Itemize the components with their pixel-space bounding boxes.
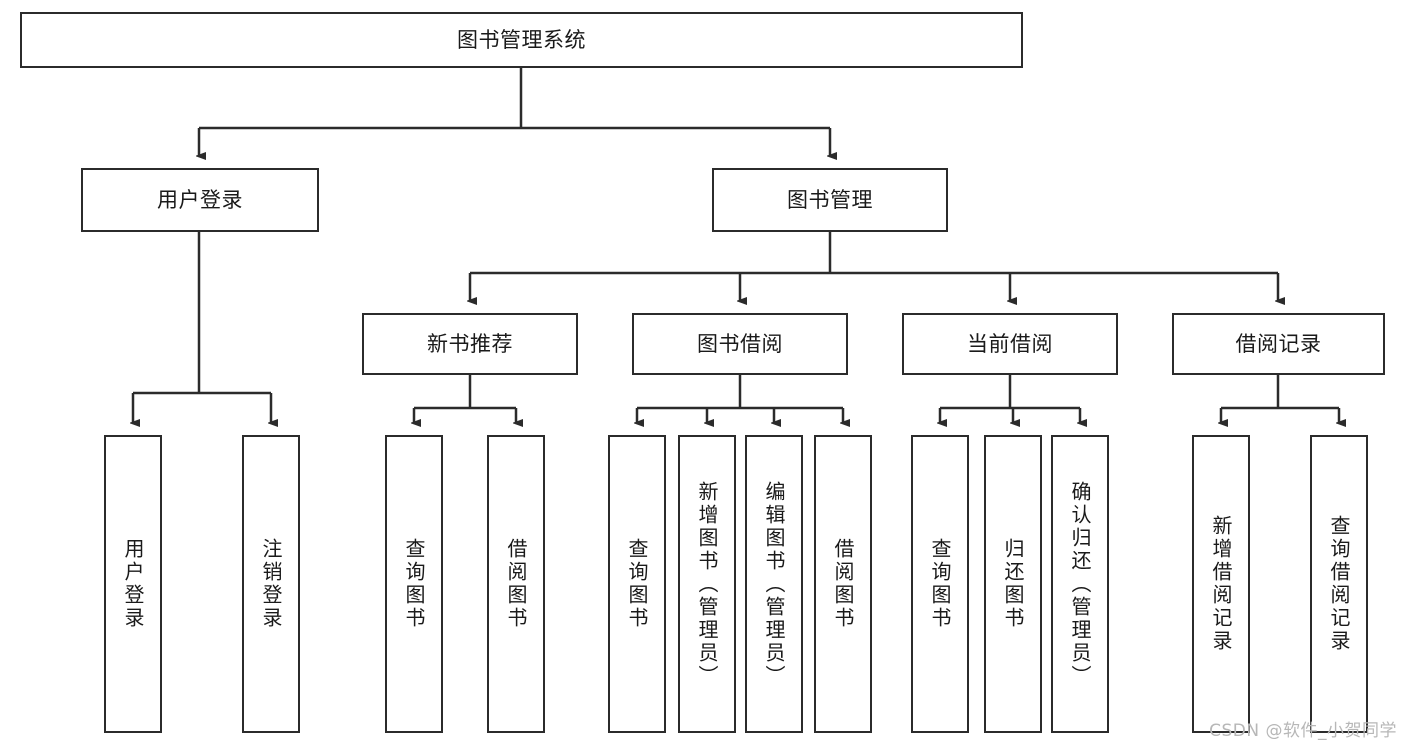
node-current-borrow[interactable]: 当前借阅	[902, 313, 1118, 375]
node-leaf-add-book-label: 新增图书（管理员）	[695, 480, 719, 688]
connectors-book-manage-to-level3	[470, 232, 1278, 301]
node-user-login-label: 用户登录	[157, 187, 243, 212]
node-leaf-edit-book-label: 编辑图书（管理员）	[762, 480, 786, 688]
node-root-label: 图书管理系统	[457, 27, 586, 52]
node-book-borrow[interactable]: 图书借阅	[632, 313, 848, 375]
node-borrow-record-label: 借阅记录	[1235, 331, 1322, 356]
node-leaf-borrow-book[interactable]: 借阅图书	[814, 435, 872, 733]
node-current-borrow-label: 当前借阅	[967, 331, 1053, 356]
node-leaf-query-book-borrow-label: 查询图书	[625, 538, 649, 630]
connectors-current-borrow-to-leaves	[940, 375, 1080, 423]
node-leaf-confirm-return-label: 确认归还（管理员）	[1068, 480, 1092, 688]
node-leaf-query-borrow-record-label: 查询借阅记录	[1327, 515, 1351, 653]
node-leaf-query-book-borrow[interactable]: 查询图书	[608, 435, 666, 733]
node-leaf-logout-label: 注销登录	[259, 538, 283, 630]
node-leaf-user-login-label: 用户登录	[121, 538, 145, 630]
node-leaf-edit-book[interactable]: 编辑图书（管理员）	[745, 435, 803, 733]
node-new-book-recommend-label: 新书推荐	[427, 331, 513, 356]
node-leaf-confirm-return[interactable]: 确认归还（管理员）	[1051, 435, 1109, 733]
node-leaf-query-book-current-label: 查询图书	[928, 538, 952, 630]
node-leaf-borrow-book-new-label: 借阅图书	[504, 538, 528, 630]
connectors-new-book-recommend-to-leaves	[414, 375, 516, 423]
node-root-system[interactable]: 图书管理系统	[20, 12, 1023, 68]
node-leaf-query-book-current[interactable]: 查询图书	[911, 435, 969, 733]
node-leaf-add-book[interactable]: 新增图书（管理员）	[678, 435, 736, 733]
node-leaf-logout[interactable]: 注销登录	[242, 435, 300, 733]
node-leaf-borrow-book-new[interactable]: 借阅图书	[487, 435, 545, 733]
node-book-borrow-label: 图书借阅	[697, 331, 783, 356]
node-leaf-query-borrow-record[interactable]: 查询借阅记录	[1310, 435, 1368, 733]
node-leaf-return-book-label: 归还图书	[1001, 538, 1025, 630]
node-borrow-record[interactable]: 借阅记录	[1172, 313, 1385, 375]
node-book-manage-label: 图书管理	[787, 187, 873, 212]
node-leaf-user-login[interactable]: 用户登录	[104, 435, 162, 733]
node-book-manage[interactable]: 图书管理	[712, 168, 948, 232]
connectors-user-login-to-leaves	[133, 232, 271, 423]
node-user-login[interactable]: 用户登录	[81, 168, 319, 232]
node-leaf-add-borrow-record[interactable]: 新增借阅记录	[1192, 435, 1250, 733]
node-new-book-recommend[interactable]: 新书推荐	[362, 313, 578, 375]
node-leaf-query-book-new[interactable]: 查询图书	[385, 435, 443, 733]
connectors-borrow-record-to-leaves	[1221, 375, 1339, 423]
node-leaf-borrow-book-label: 借阅图书	[831, 538, 855, 630]
connectors-book-borrow-to-leaves	[637, 375, 843, 423]
node-leaf-return-book[interactable]: 归还图书	[984, 435, 1042, 733]
connectors-root-to-level2	[199, 68, 830, 156]
node-leaf-add-borrow-record-label: 新增借阅记录	[1209, 515, 1233, 653]
node-leaf-query-book-new-label: 查询图书	[402, 538, 426, 630]
